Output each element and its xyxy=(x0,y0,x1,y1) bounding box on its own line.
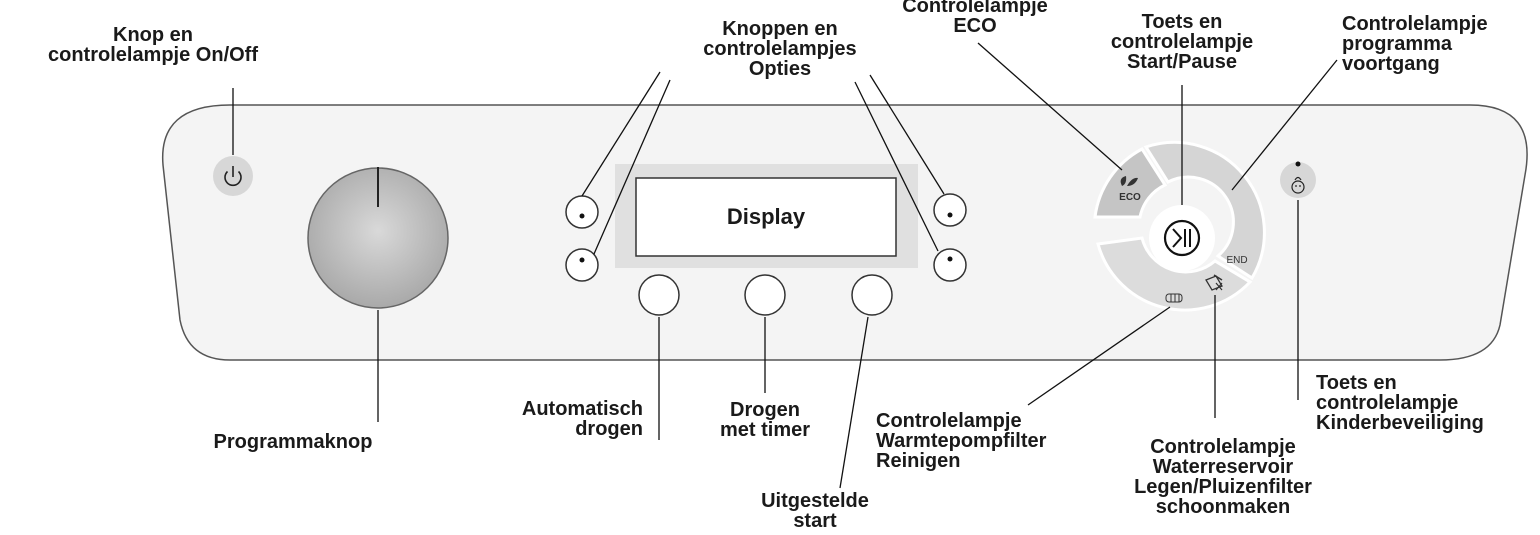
start-pause-button[interactable] xyxy=(1149,205,1215,271)
leader-delayed-start xyxy=(839,316,869,489)
label-heatpump-filter-line-3: Reinigen xyxy=(876,450,961,472)
label-progress-line-1: Controlelampje xyxy=(1342,13,1488,35)
progress-segment-lower xyxy=(1096,236,1253,312)
power-icon xyxy=(224,166,242,187)
label-progress: Controlelampje programma voortgang xyxy=(1342,14,1537,74)
option-led xyxy=(947,212,953,218)
option-button-left-top[interactable] xyxy=(565,195,599,229)
leader-options-1 xyxy=(581,71,661,197)
label-water-tank-line-2: Waterreservoir xyxy=(1152,456,1294,478)
label-on-off-line-2: controlelampje On/Off xyxy=(47,44,259,66)
label-water-tank: Controlelampje Waterreservoir Legen/Plui… xyxy=(1108,437,1338,517)
label-heatpump-filter-line-2: Warmtepompfilter xyxy=(876,430,1047,452)
power-button[interactable] xyxy=(213,156,253,196)
leader-options-3 xyxy=(869,74,945,195)
display-text: Display xyxy=(727,204,806,229)
leader-options-2 xyxy=(593,79,671,255)
leader-eco xyxy=(977,42,1123,171)
label-water-tank-line-1: Controlelampje xyxy=(1150,436,1296,458)
leader-options-4 xyxy=(854,81,939,252)
display-screen: Display xyxy=(635,177,897,257)
label-timer-dry-line-1: Drogen xyxy=(730,399,800,421)
label-timer-dry: Drogen met timer xyxy=(690,400,840,440)
program-knob[interactable] xyxy=(307,167,449,309)
label-program-knob: Programmaknop xyxy=(168,432,418,452)
option-button-right-bottom[interactable] xyxy=(933,248,967,282)
label-child-lock-line-1: Toets en xyxy=(1316,372,1397,394)
label-progress-line-3: voortgang xyxy=(1342,53,1440,75)
delayed-start-button[interactable] xyxy=(851,274,893,316)
label-eco-line-1: Controlelampje xyxy=(902,0,1048,17)
option-led xyxy=(579,213,585,219)
leader-lines xyxy=(232,42,1338,489)
label-on-off: Knop en controlelampje On/Off xyxy=(8,25,298,65)
play-pause-icon xyxy=(1163,219,1201,257)
label-start-pause-line-2: controlelampje xyxy=(1110,31,1254,53)
label-progress-line-2: programma xyxy=(1342,33,1453,55)
end-indicator-text: END xyxy=(1226,255,1247,266)
progress-segment-upper xyxy=(1143,140,1266,281)
option-led xyxy=(579,257,585,263)
label-delayed-start-line-2: start xyxy=(793,510,837,532)
label-water-tank-line-3: Legen/Pluizenfilter xyxy=(1134,476,1312,498)
label-water-tank-line-4: schoonmaken xyxy=(1155,496,1291,518)
child-lock-icon xyxy=(1291,176,1305,194)
label-start-pause: Toets en controlelampje Start/Pause xyxy=(1082,12,1282,72)
timer-dry-button[interactable] xyxy=(744,274,786,316)
option-button-right-top[interactable] xyxy=(933,193,967,227)
label-child-lock: Toets en controlelampje Kinderbeveiligin… xyxy=(1316,373,1538,433)
label-options-line-3: Opties xyxy=(748,58,812,80)
water-tank-icon xyxy=(1205,274,1223,291)
label-heatpump-filter: Controlelampje Warmtepompfilter Reinigen xyxy=(876,411,1126,471)
label-child-lock-line-2: controlelampje xyxy=(1316,392,1459,414)
label-auto-dry-line-1: Automatisch xyxy=(521,398,643,420)
option-led xyxy=(947,256,953,262)
label-start-pause-line-3: Start/Pause xyxy=(1126,51,1238,73)
eco-indicator-text: ECO xyxy=(1119,192,1141,203)
label-options-line-2: controlelampjes xyxy=(703,38,857,60)
heatpump-filter-icon xyxy=(1165,293,1183,303)
eco-leaf-icon xyxy=(1120,176,1138,186)
label-eco: Controlelampje ECO xyxy=(870,0,1080,36)
option-button-left-bottom[interactable] xyxy=(565,248,599,282)
label-on-off-line-1: Knop en xyxy=(113,24,193,46)
label-start-pause-line-1: Toets en xyxy=(1141,11,1223,33)
leader-heatpump-filter xyxy=(1027,306,1171,406)
leader-progress xyxy=(1231,59,1338,191)
label-timer-dry-line-2: met timer xyxy=(719,419,811,441)
label-options: Knoppen en controlelampjes Opties xyxy=(665,19,895,79)
label-delayed-start: Uitgestelde start xyxy=(725,491,905,531)
auto-dry-button[interactable] xyxy=(638,274,680,316)
program-progress-ring xyxy=(1093,140,1266,312)
child-lock-button[interactable] xyxy=(1280,161,1316,199)
label-auto-dry: Automatisch drogen xyxy=(470,399,643,439)
label-program-knob-line-1: Programmaknop xyxy=(213,431,373,453)
label-options-line-1: Knoppen en xyxy=(722,18,838,40)
child-lock-led xyxy=(1295,161,1301,167)
label-auto-dry-line-2: drogen xyxy=(575,418,643,440)
label-eco-line-2: ECO xyxy=(953,15,997,37)
label-heatpump-filter-line-1: Controlelampje xyxy=(876,410,1022,432)
label-child-lock-line-3: Kinderbeveiliging xyxy=(1316,412,1484,434)
label-delayed-start-line-1: Uitgestelde xyxy=(761,490,869,512)
